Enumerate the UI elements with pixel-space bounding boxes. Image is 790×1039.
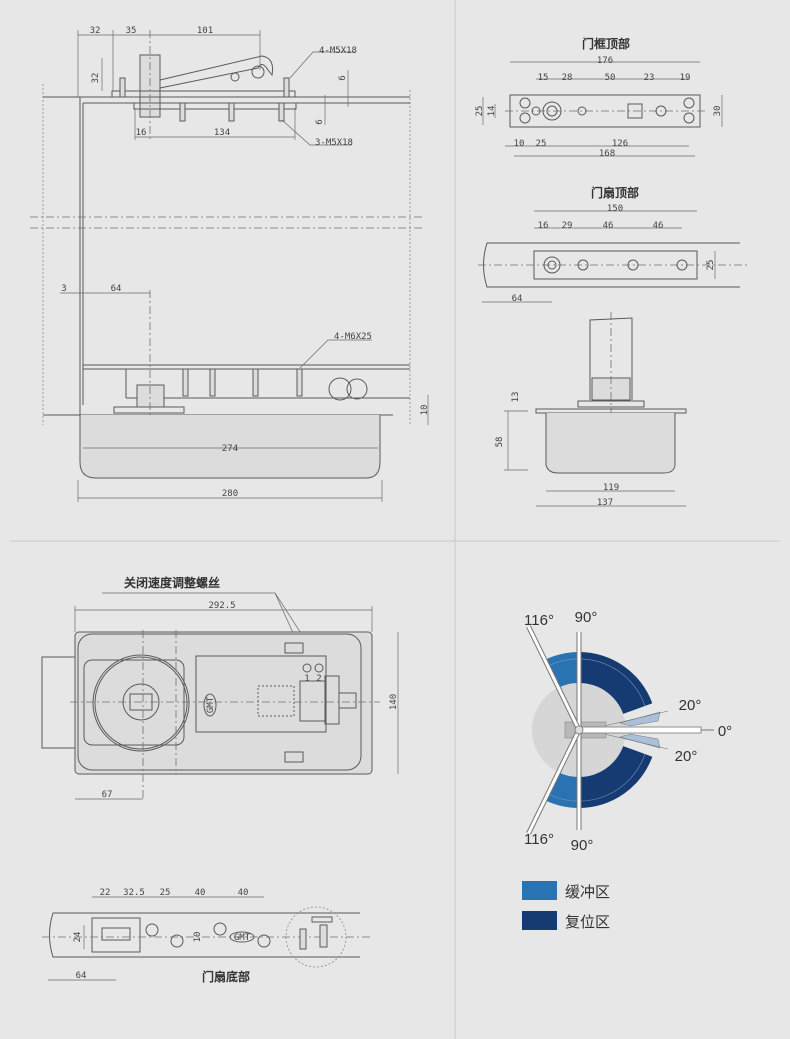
brand-label: GMT xyxy=(234,933,251,943)
legend-swatch-reset xyxy=(522,911,557,930)
angle-label-20-lower: 20° xyxy=(675,748,698,765)
dim-label: 16 xyxy=(538,221,549,231)
dim-label: 14 xyxy=(487,106,497,117)
dim-label: 64 xyxy=(111,284,122,294)
dim-label: 46 xyxy=(603,221,614,231)
end-section-view: 13 58 119 137 xyxy=(495,312,687,508)
dim-label: 40 xyxy=(238,888,249,898)
dim-label: 67 xyxy=(102,790,113,800)
plan-view: 关闭速度调整螺丝 GMT 292.5 140 67 1 2 xyxy=(41,575,399,800)
screw-label-1: 1 xyxy=(304,674,309,684)
view-title: 门框顶部 xyxy=(582,36,630,51)
screw-spec-label: 4-M5X18 xyxy=(319,46,357,56)
dim-label: 10 xyxy=(420,405,430,416)
legend-swatch-buffer xyxy=(522,881,557,900)
dim-label: 10 xyxy=(514,139,525,149)
dim-label: 23 xyxy=(644,73,655,83)
dim-label: 29 xyxy=(562,221,573,231)
dim-label: 280 xyxy=(222,489,238,499)
dim-label: 13 xyxy=(511,392,521,403)
angle-label-20-upper: 20° xyxy=(679,697,702,714)
dim-label: 24 xyxy=(73,932,83,943)
dim-label: 64 xyxy=(76,971,87,981)
dim-label: 6 xyxy=(315,119,325,124)
dim-label: 119 xyxy=(603,483,619,493)
angle-label-116-reverse: 116° xyxy=(524,831,554,848)
dim-label: 32 xyxy=(90,26,101,36)
legend-label-buffer: 缓冲区 xyxy=(565,883,610,901)
door-leaf-lines xyxy=(526,625,714,835)
reset-zone-upper xyxy=(579,652,653,714)
dim-label: 126 xyxy=(612,139,628,149)
dim-label: 40 xyxy=(195,888,206,898)
dim-label: 134 xyxy=(214,128,230,138)
dim-label: 292.5 xyxy=(208,601,235,611)
view-title: 门扇底部 xyxy=(202,969,250,984)
dim-label: 25 xyxy=(536,139,547,149)
view-title: 门扇顶部 xyxy=(591,185,639,200)
buffer-zone-upper xyxy=(544,652,579,688)
angle-label-0: 0° xyxy=(718,723,732,740)
dim-label: 10 xyxy=(193,932,203,943)
opening-angle-diagram: 116° 90° 20° 0° 20° 116° 90° xyxy=(524,609,732,854)
dim-label: 30 xyxy=(713,106,723,117)
screw-spec-label: 3-M5X18 xyxy=(315,138,353,148)
angle-label-116-open: 116° xyxy=(524,612,554,629)
brand-label: GMT xyxy=(206,696,216,713)
legend-label-reset: 复位区 xyxy=(565,913,610,931)
dim-label: 140 xyxy=(389,694,399,710)
dim-label: 101 xyxy=(197,26,213,36)
dim-label: 19 xyxy=(680,73,691,83)
dim-label: 6 xyxy=(338,75,348,80)
dim-label: 15 xyxy=(538,73,549,83)
dim-label: 176 xyxy=(597,56,613,66)
dim-label: 46 xyxy=(653,221,664,231)
frame-top-view: 门框顶部 176 15 28 50 23 19 25 14 30 10 25 1… xyxy=(475,36,723,159)
buffer-zone-lower xyxy=(544,772,579,808)
dim-label: 50 xyxy=(605,73,616,83)
dim-label: 22 xyxy=(100,888,111,898)
dim-label: 3 xyxy=(61,284,66,294)
dim-label: 35 xyxy=(126,26,137,36)
dim-label: 32.5 xyxy=(123,888,145,898)
reset-zone-lower xyxy=(579,746,653,809)
adjust-screw-callout: 关闭速度调整螺丝 xyxy=(124,575,220,590)
dim-label: 32 xyxy=(91,73,101,84)
dim-label: 25 xyxy=(160,888,171,898)
dim-label: 58 xyxy=(495,437,505,448)
angle-label-90-reverse: 90° xyxy=(571,837,594,854)
dim-label: 274 xyxy=(222,444,238,454)
door-bottom-view: GMT 22 32.5 25 40 40 24 10 64 门扇底部 xyxy=(42,888,372,984)
screw-label-2: 2 xyxy=(316,674,321,684)
dim-label: 64 xyxy=(512,294,523,304)
dim-label: 25 xyxy=(475,106,485,117)
legend: 缓冲区 复位区 xyxy=(522,881,610,931)
door-top-view: 门扇顶部 150 16 29 46 46 25 64 xyxy=(478,185,750,304)
angle-label-90-open: 90° xyxy=(575,609,598,626)
dim-label: 25 xyxy=(706,260,716,271)
dim-label: 150 xyxy=(607,204,623,214)
dim-label: 16 xyxy=(136,128,147,138)
dim-label: 137 xyxy=(597,498,613,508)
screw-spec-label: 4-M6X25 xyxy=(334,332,372,342)
side-section-view: 32 35 101 4-M5X18 6 32 16 134 6 3-M5X18 … xyxy=(30,26,430,502)
dim-label: 168 xyxy=(599,149,615,159)
dim-label: 28 xyxy=(562,73,573,83)
